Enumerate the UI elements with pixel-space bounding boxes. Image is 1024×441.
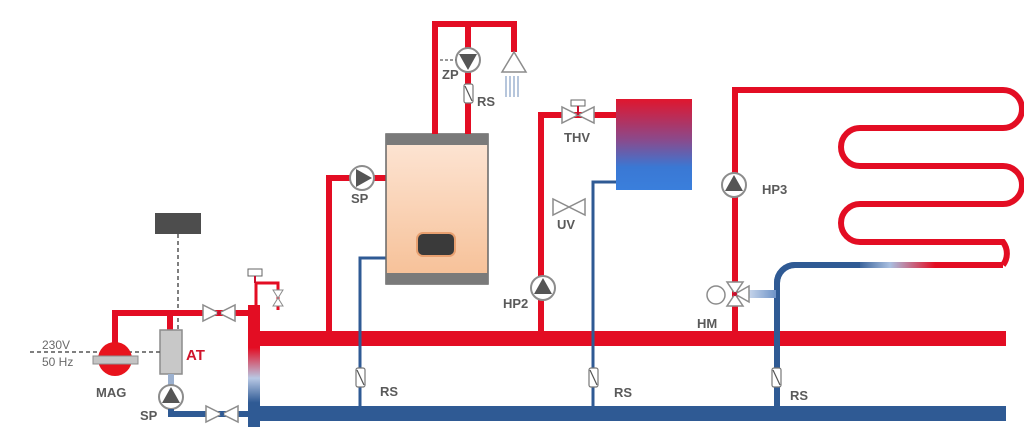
check-valve-rs-left[interactable] [355,367,366,388]
label-rs-left: RS [380,384,398,399]
thermostatic-valve-thv[interactable] [561,99,595,125]
check-valve-rs-right[interactable] [771,367,782,388]
pump-arrow-icon [356,169,372,187]
label-voltage: 230V [42,338,70,352]
label-at: AT [186,347,205,364]
label-sp-boiler: SP [351,191,369,206]
mixer-icon-right [733,284,750,304]
shower-water-icon [505,76,519,97]
drain-valve-icon-lower [272,297,284,307]
valve-icon [561,105,580,125]
pump-hp3[interactable] [721,172,747,198]
supply-header-pipe [258,331,1006,346]
valve-icon [202,303,221,323]
drain-valve-icon [272,289,284,299]
check-valve-flap [356,369,365,386]
pump-zp[interactable] [455,47,481,73]
tank-body [385,133,489,285]
heat-exchanger-at[interactable] [159,329,183,375]
shower-head[interactable] [500,50,528,97]
tank-bottom-cap [386,273,488,284]
valve-icon [205,404,224,424]
floor-heating-return-bend [774,262,860,284]
label-mag: MAG [96,385,126,400]
label-hm: HM [697,316,717,331]
label-rs-right: RS [790,388,808,403]
expansion-vessel-mag[interactable] [92,342,139,376]
valve-icon-right [217,303,236,323]
pump-sp-boiler[interactable] [349,165,375,191]
label-zp: ZP [442,67,459,82]
pump-arrow-icon [534,278,552,294]
check-valve-rs-mid[interactable] [588,367,599,388]
drain-valve[interactable] [272,289,284,307]
hydraulic-separator [248,305,260,427]
floor-heating-coil [732,87,1024,331]
check-valve-rs-top[interactable] [463,83,474,104]
air-vent-icon[interactable] [247,268,263,277]
controller-box [155,213,201,234]
valve-lower-left[interactable] [205,404,239,424]
tank-top-cap [386,134,488,145]
pump-hp2[interactable] [530,275,556,301]
dhw-supply-pipe [432,21,517,134]
mixer-icon-bottom [725,292,745,307]
label-uv: UV [557,217,575,232]
check-valve-flap [589,369,598,386]
valve-center [217,311,221,315]
shower-head-icon [500,50,528,73]
label-rs-top: RS [477,94,495,109]
check-valve-flap [464,85,473,102]
pump-arrow-icon [162,387,180,403]
tank-heat-exchanger-icon [416,232,456,257]
label-thv: THV [564,130,590,145]
pump-arrow-icon [459,54,477,70]
label-sp-left: SP [140,408,158,423]
check-valve-flap [772,369,781,386]
valve-icon [552,197,571,217]
radiator-supply-pipe [538,112,618,331]
mixer-motor-icon [706,285,726,305]
mixer-icon-top [725,281,745,296]
mixer-center [733,292,737,296]
valve-upper-left[interactable] [202,303,236,323]
label-hp3: HP3 [762,182,787,197]
pump-sp-left[interactable] [158,384,184,410]
label-rs-mid: RS [614,385,632,400]
valve-icon-right [567,197,586,217]
valve-icon-right [576,105,595,125]
supply-header-stub [258,331,298,346]
thermostat-head-icon [570,99,586,107]
boiler-return-pipe [358,256,388,408]
label-hp2: HP2 [503,296,528,311]
pump-arrow-icon [725,175,743,191]
mag-membrane [92,355,139,365]
dhw-storage-tank[interactable] [385,133,489,285]
overflow-valve-uv[interactable] [552,197,586,217]
radiator-return-pipe [591,180,616,408]
valve-center [220,412,224,416]
radiator[interactable] [616,99,692,190]
return-header-pipe [258,406,1006,421]
mixing-valve-hm[interactable] [706,281,750,307]
mixer-bypass-pipe [748,290,776,298]
label-frequency: 50 Hz [42,355,73,369]
valve-icon-right [220,404,239,424]
